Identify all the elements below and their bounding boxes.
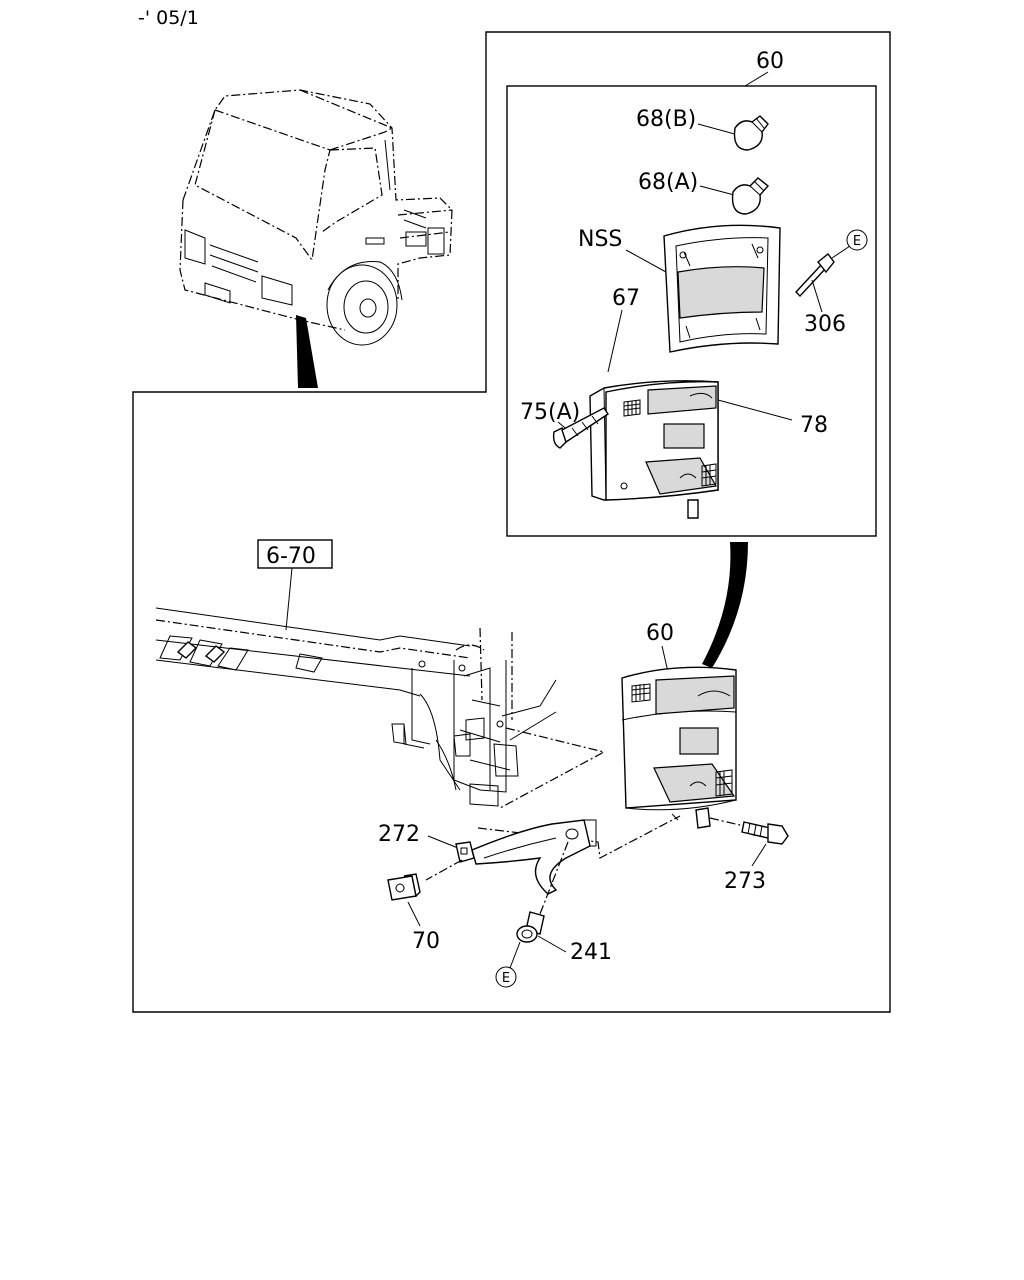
bulb-68a <box>731 177 770 215</box>
screw-75a <box>552 407 609 449</box>
callout-306-screw: 306 <box>804 312 846 337</box>
exploded-view-box <box>506 85 877 537</box>
chassis-frame <box>155 607 681 859</box>
callout-60-mounted: 60 <box>646 621 674 646</box>
nut-70 <box>387 873 421 901</box>
callout-272-bracket: 272 <box>378 822 420 847</box>
ref-box-6-70[interactable] <box>257 539 333 569</box>
bolt-273 <box>741 821 789 845</box>
connector-e-bottom-label: E <box>502 971 510 986</box>
callout-273-bolt: 273 <box>724 869 766 894</box>
callout-70-nut: 70 <box>412 929 440 954</box>
callout-arrow <box>702 542 748 668</box>
callout-68b-bulb: 68(B) <box>636 107 696 132</box>
screw-306 <box>795 253 835 298</box>
lamp-assembly-mounted <box>621 666 737 829</box>
connector-e-top <box>846 229 868 251</box>
callout-75a-screw: 75(A) <box>520 400 580 425</box>
bracket-272 <box>455 819 597 895</box>
callout-78-lens: 78 <box>800 413 828 438</box>
lens-78 <box>589 380 719 519</box>
grommet-241 <box>516 911 545 943</box>
diagram-code: -' 05/1 <box>138 7 199 29</box>
bulb-68b <box>733 115 769 151</box>
outer-frame <box>132 31 891 1013</box>
callout-nss-socket: NSS <box>578 227 622 252</box>
truck-illustration <box>179 89 453 388</box>
connector-e-top-label: E <box>853 234 861 249</box>
callout-67-gasket: 67 <box>612 286 640 311</box>
callout-241-grommet: 241 <box>570 940 612 965</box>
callout-68a-bulb: 68(A) <box>638 170 698 195</box>
callout-60-assembly: 60 <box>756 49 784 74</box>
socket-housing-nss <box>663 224 781 353</box>
connector-e-bottom <box>495 966 517 988</box>
ref-box-6-70-label: 6-70 <box>266 544 316 569</box>
